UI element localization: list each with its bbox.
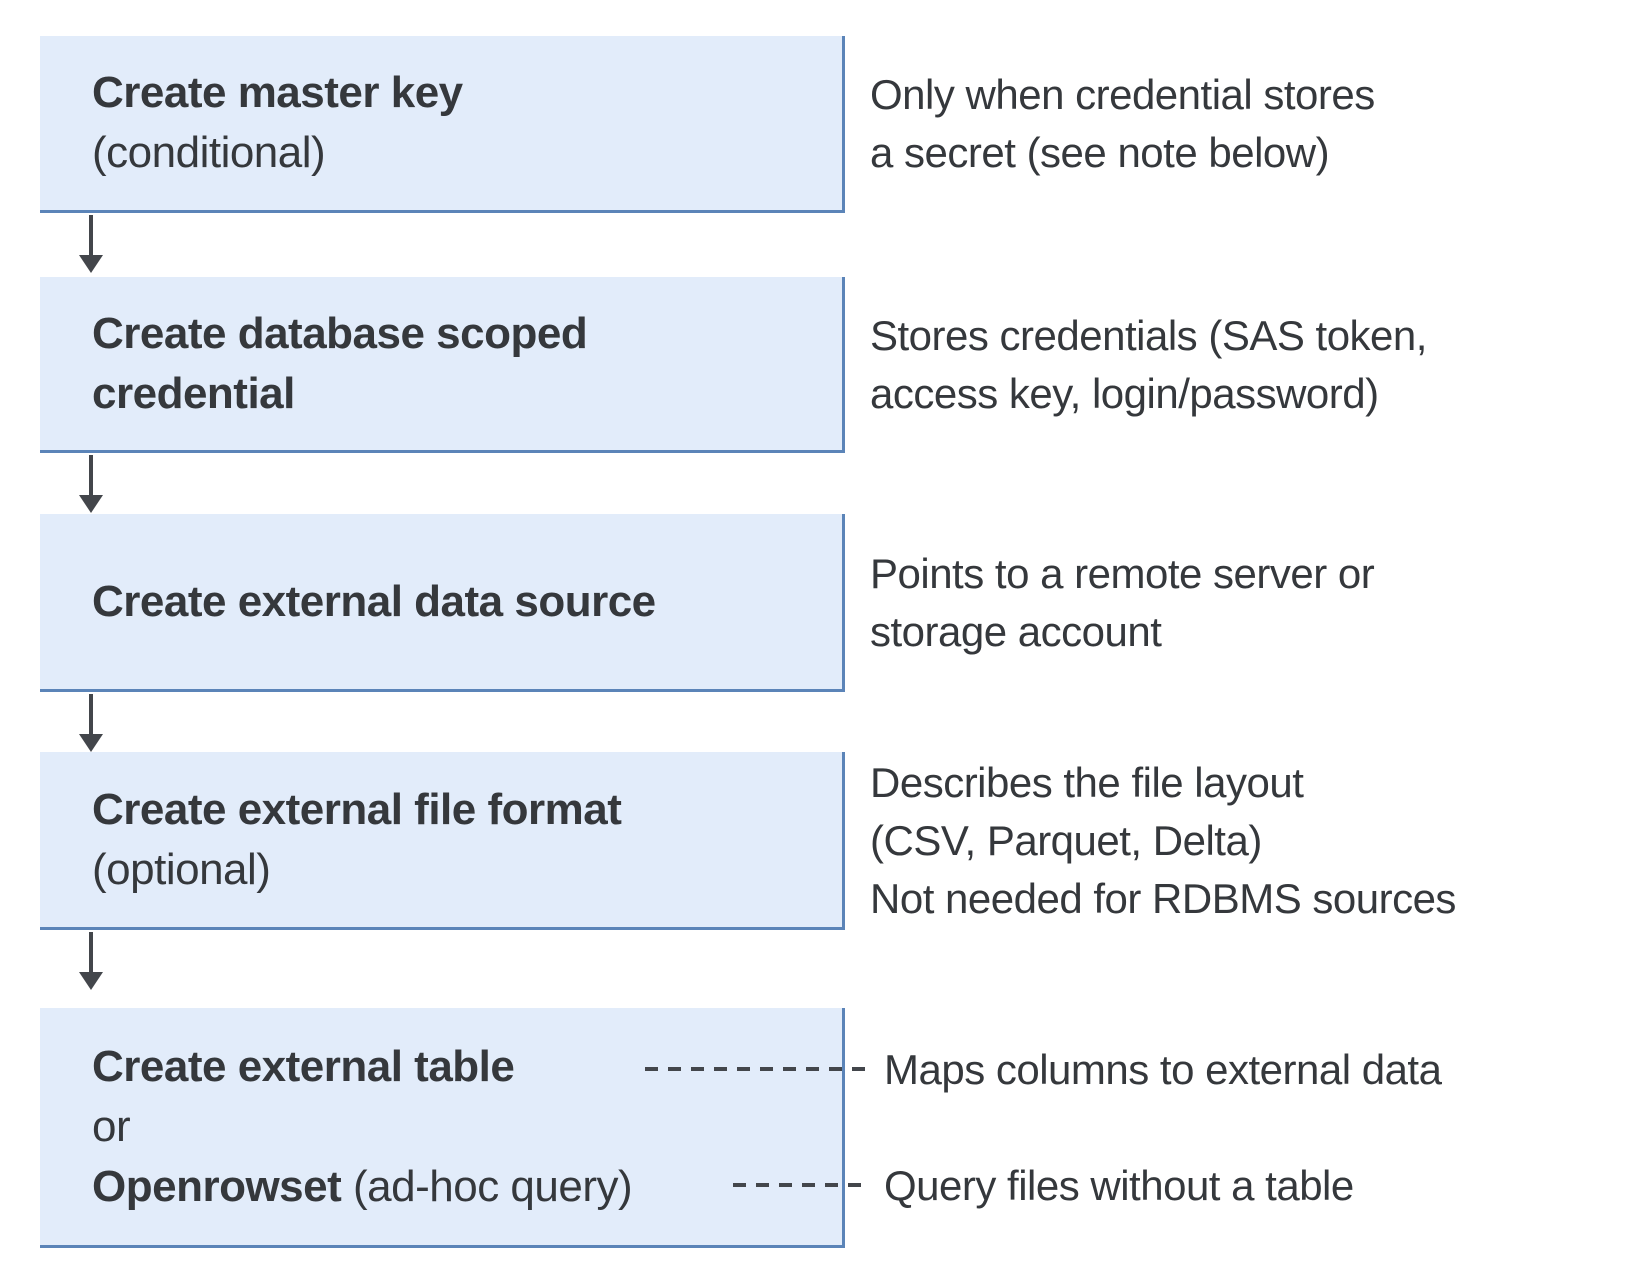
arrow-head-icon: [79, 734, 103, 752]
dashed-connector-openrowset: [733, 1183, 867, 1187]
note-line: Describes the file layout: [870, 759, 1304, 806]
note-line: a secret (see note below): [870, 129, 1330, 176]
down-arrow-connector: [79, 215, 103, 273]
step-box-create-external-data-source: Create external data source: [40, 514, 845, 692]
step-box-create-master-key: Create master key (conditional): [40, 36, 845, 213]
arrow-head-icon: [79, 255, 103, 273]
note-line: Stores credentials (SAS token,: [870, 312, 1427, 359]
note-external-table: Maps columns to external data: [884, 1041, 1442, 1099]
arrow-shaft: [89, 694, 93, 734]
note-line: Query files without a table: [884, 1162, 1354, 1209]
down-arrow-connector: [79, 455, 103, 513]
step-title: Create external file format: [92, 784, 622, 834]
arrow-shaft: [89, 215, 93, 255]
note-external-data-source: Points to a remote server or storage acc…: [870, 545, 1375, 661]
note-line: access key, login/password): [870, 370, 1379, 417]
arrow-shaft: [89, 932, 93, 972]
arrow-head-icon: [79, 495, 103, 513]
note-line: storage account: [870, 608, 1162, 655]
arrow-head-icon: [79, 972, 103, 990]
dashed-connector-external-table: [645, 1067, 867, 1071]
step-qualifier: (optional): [92, 844, 271, 894]
step-alt-title-row: Openrowset (ad-hoc query): [92, 1157, 842, 1217]
step-title: Create external data source: [92, 576, 656, 626]
down-arrow-connector: [79, 932, 103, 990]
note-line: (CSV, Parquet, Delta): [870, 817, 1262, 864]
down-arrow-connector: [79, 694, 103, 752]
step-title: Create external table: [92, 1041, 515, 1091]
step-title-line2: credential: [92, 368, 295, 418]
note-line: Not needed for RDBMS sources: [870, 875, 1456, 922]
step-alt-qualifier: (ad-hoc query): [341, 1161, 633, 1211]
note-database-scoped-credential: Stores credentials (SAS token, access ke…: [870, 307, 1427, 423]
step-title: Create database scoped: [92, 308, 588, 358]
step-box-create-external-table-openrowset: Create external table or Openrowset (ad-…: [40, 1008, 845, 1248]
note-line: Points to a remote server or: [870, 550, 1375, 597]
note-line: Only when credential stores: [870, 71, 1375, 118]
step-box-create-database-scoped-credential: Create database scoped credential: [40, 277, 845, 453]
note-external-file-format: Describes the file layout (CSV, Parquet,…: [870, 754, 1456, 928]
step-title: Create master key: [92, 68, 463, 117]
step-qualifier: (conditional): [92, 128, 326, 177]
arrow-shaft: [89, 455, 93, 495]
note-line: Maps columns to external data: [884, 1046, 1442, 1093]
note-master-key: Only when credential stores a secret (se…: [870, 66, 1375, 182]
step-box-create-external-file-format: Create external file format (optional): [40, 752, 845, 930]
step-conjunction: or: [92, 1101, 131, 1151]
note-openrowset: Query files without a table: [884, 1157, 1354, 1215]
step-alt-title: Openrowset: [92, 1161, 342, 1211]
